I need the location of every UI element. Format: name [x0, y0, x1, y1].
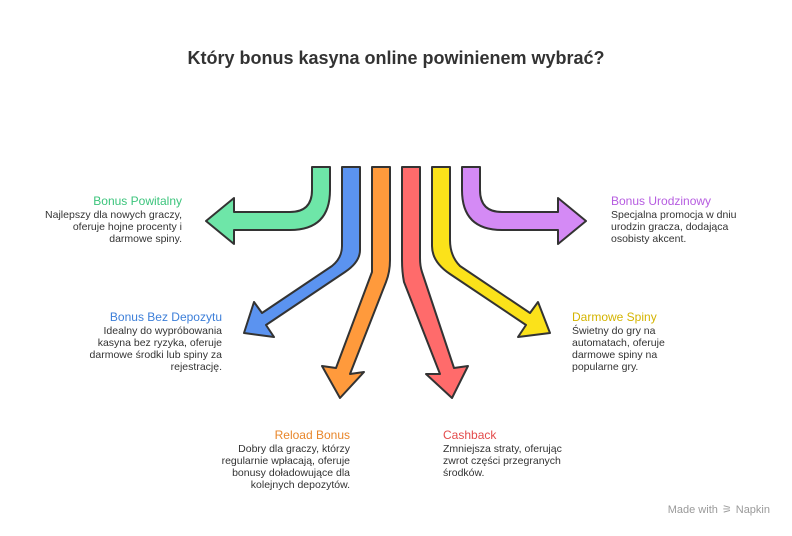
napkin-logo-icon: ⚞ [721, 504, 732, 516]
option-title: Bonus Powitalny [93, 194, 182, 208]
option-title: Darmowe Spiny [572, 310, 657, 324]
made-with-napkin: Made with ⚞ Napkin [667, 503, 770, 517]
option-reload-bonus: Reload Bonus Dobry dla graczy, którzy re… [214, 428, 350, 491]
made-with-label: Made with [667, 503, 718, 516]
option-description: Zmniejsza straty, oferując zwrot części … [443, 443, 562, 479]
option-cashback: Cashback Zmniejsza straty, oferując zwro… [443, 428, 573, 479]
option-description: Najlepszy dla nowych graczy, oferuje hoj… [45, 209, 182, 245]
arrow-bonus-powitalny [205, 166, 331, 245]
option-title: Bonus Urodzinowy [611, 194, 712, 208]
option-bonus-bez-depozytu: Bonus Bez Depozytu Idealny do wypróbowan… [84, 310, 222, 373]
option-description: Idealny do wypróbowania kasyna bez ryzyk… [89, 325, 222, 373]
arrow-bonus-bez-depozytu [243, 166, 361, 338]
arrow-bonus-urodzinowy [461, 166, 587, 245]
option-description: Świetny do gry na automatach, oferuje da… [572, 325, 665, 373]
option-darmowe-spiny: Darmowe Spiny Świetny do gry na automata… [572, 310, 682, 373]
option-description: Dobry dla graczy, którzy regularnie wpła… [221, 443, 350, 491]
option-title: Bonus Bez Depozytu [109, 310, 222, 324]
option-bonus-powitalny: Bonus Powitalny Najlepszy dla nowych gra… [40, 194, 182, 245]
option-title: Cashback [443, 428, 497, 442]
option-description: Specjalna promocja w dniu urodzin gracza… [611, 209, 737, 245]
option-bonus-urodzinowy: Bonus Urodzinowy Specjalna promocja w dn… [611, 194, 749, 245]
page-title: Który bonus kasyna online powinienem wyb… [187, 48, 605, 68]
arrow-reload-bonus [321, 166, 391, 399]
arrow-darmowe-spiny [431, 166, 551, 338]
brand-label: Napkin [735, 503, 770, 516]
option-title: Reload Bonus [274, 428, 350, 442]
arrow-cashback [401, 166, 469, 399]
